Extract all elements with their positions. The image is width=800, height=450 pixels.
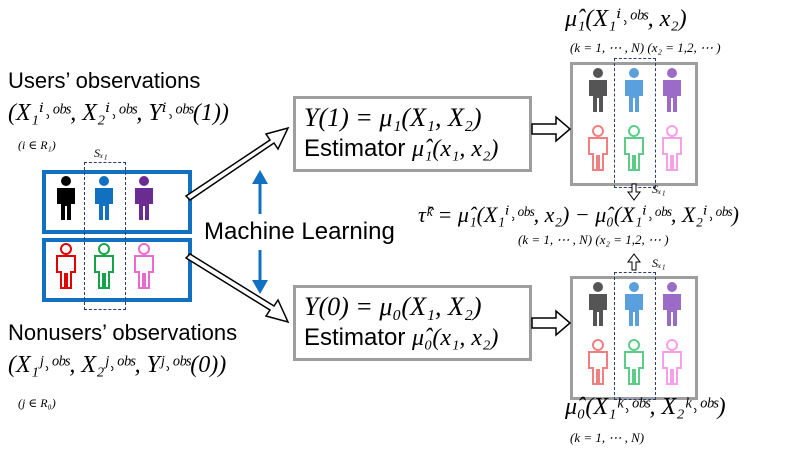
users-index: (i ∈ R₁) [18, 138, 56, 152]
arrow-pred1-to-tau [627, 183, 641, 201]
person-icon [589, 282, 607, 326]
model0-estimator-math: μ̂₀(x₁, x₂) [412, 325, 499, 351]
nonusers-heading: Nonusers’ observations [8, 320, 238, 345]
model1-estimator-math: μ̂₁(x₁, x₂) [412, 136, 499, 162]
person-icon [589, 68, 607, 112]
person-icon [625, 68, 643, 112]
person-icon [95, 176, 113, 220]
person-icon [624, 339, 644, 385]
pred0-formula: μ̂₀(X₁ᵏ˒ᵒᵇˢ, X₂ᵏ˒ᵒᵇˢ) [565, 394, 726, 420]
model0-equation: Y(0) = μ₀(X₁, X₂) [304, 292, 482, 321]
sx1-label-bottom: Sₓ₁ [652, 256, 666, 270]
person-icon [662, 125, 682, 171]
pred1-range: (k = 1, ⋯ , N) (x₂ = 1,2, ⋯ ) [570, 40, 721, 55]
person-icon [662, 339, 682, 385]
nonusers-formula: (X₁ʲ˒ᵒᵇˢ, X₂ʲ˒ᵒᵇˢ, Yʲ˒ᵒᵇˢ(0)) [8, 352, 227, 378]
arrow-model0-to-pred0 [531, 309, 572, 337]
person-icon [588, 125, 608, 171]
person-icon [56, 243, 76, 289]
users-formula: (X₁ⁱ˒ᵒᵇˢ, X₂ⁱ˒ᵒᵇˢ, Yⁱ˒ᵒᵇˢ(1)) [8, 100, 229, 126]
pred0-range: (k = 1, ⋯ , N) [570, 430, 645, 445]
arrow-pred0-to-tau [627, 253, 641, 271]
model0-box: Y(0) = μ₀(X₁, X₂) Estimator μ̂₀(x₁, x₂) [293, 285, 532, 361]
arrow-ml-down [252, 250, 268, 294]
sx1-label-left: Sₓ₁ [94, 146, 108, 160]
arrow-model1-to-pred1 [531, 115, 572, 143]
sx1-selection-left [84, 162, 126, 310]
tau-range: (k = 1, ⋯ , N) (x₂ = 1,2, ⋯ ) [518, 232, 669, 247]
person-icon [57, 176, 75, 220]
model1-box: Y(1) = μ₁(X₁, X₂) Estimator μ̂₁(x₁, x₂) [293, 96, 532, 172]
model1-estimator-prefix: Estimator [304, 135, 413, 162]
nonusers-index: (j ∈ R₀) [18, 396, 56, 410]
sx1-selection-bottom [614, 272, 656, 400]
person-icon [588, 339, 608, 385]
person-icon [625, 282, 643, 326]
users-heading: Users’ observations [8, 68, 201, 93]
person-icon [624, 125, 644, 171]
arrow-users-to-model1 [184, 126, 290, 201]
person-icon [663, 68, 681, 112]
model0-estimator: Estimator μ̂₀(x₁, x₂) [304, 324, 498, 352]
person-icon [663, 282, 681, 326]
model1-equation: Y(1) = μ₁(X₁, X₂) [304, 103, 482, 132]
arrow-ml-up [252, 170, 268, 214]
model0-estimator-prefix: Estimator [304, 324, 413, 351]
machine-learning-label: Machine Learning [204, 218, 395, 245]
person-icon [135, 176, 153, 220]
model1-estimator: Estimator μ̂₁(x₁, x₂) [304, 135, 498, 163]
sx1-label-top: Sₓ₁ [652, 182, 666, 196]
arrow-nonusers-to-model0 [184, 253, 290, 324]
pred1-formula: μ̂₁(X₁ⁱ˒ᵒᵇˢ, x₂) [565, 6, 687, 32]
person-icon [94, 243, 114, 289]
tau-formula: τ̂ᵏ = μ̂₁(X₁ⁱ˒ᵒᵇˢ, x₂) − μ̂₀(X₁ⁱ˒ᵒᵇˢ, X₂… [418, 202, 739, 227]
person-icon [134, 243, 154, 289]
